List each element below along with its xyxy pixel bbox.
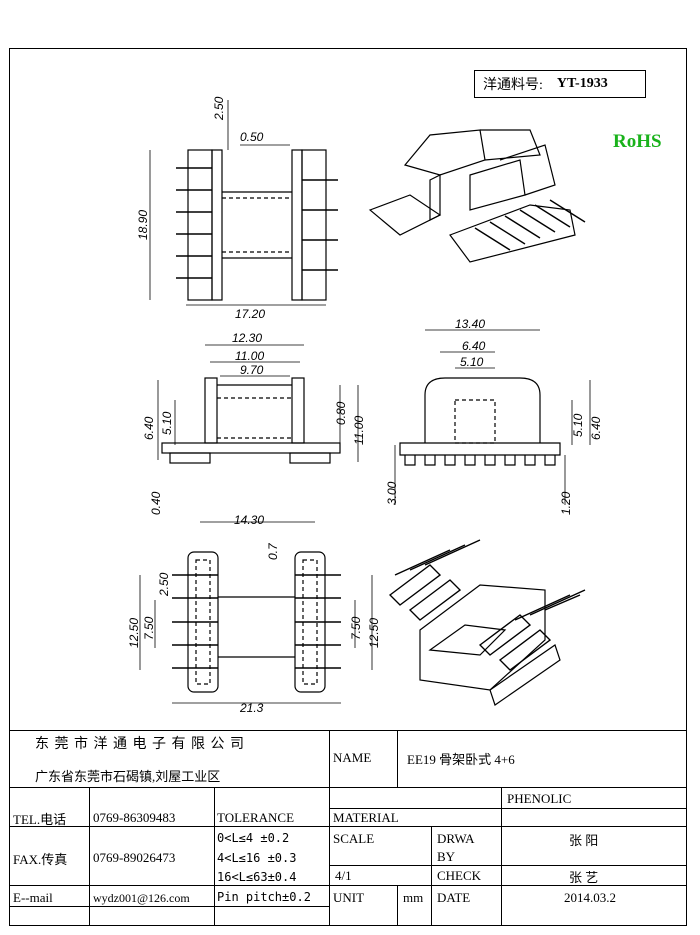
dim-top-2-50: 2.50 xyxy=(212,96,226,121)
drawn-by-value: 张 阳 xyxy=(569,832,599,848)
dim-side-3-00: 3.00 xyxy=(385,481,399,505)
dim-top-0-50: 0.50 xyxy=(240,130,264,144)
dim-side-6-40-right: 6.40 xyxy=(589,416,603,440)
dim-bottom-14-30: 14.30 xyxy=(234,513,264,527)
dim-side-5-10-right: 5.10 xyxy=(571,413,585,437)
tel-label: TEL.电话 xyxy=(13,811,67,827)
technical-drawing: 2.50 0.50 18.90 17.20 12.30 11.00 9.70 6… xyxy=(127,96,603,715)
tel-value: 0769-86309483 xyxy=(93,810,176,825)
dim-bottom-0-7: 0.7 xyxy=(266,542,280,560)
check-label: CHECK xyxy=(437,868,482,883)
date-label: DATE xyxy=(437,890,471,905)
dim-side-5-10: 5.10 xyxy=(460,355,484,369)
dim-top-18-90: 18.90 xyxy=(136,210,150,240)
scale-label: SCALE xyxy=(333,831,375,846)
top-view-drawing xyxy=(149,100,338,306)
dim-front-11-00: 11.00 xyxy=(235,349,264,363)
name-label: NAME xyxy=(333,750,372,765)
dim-side-1-20: 1.20 xyxy=(559,491,573,515)
tolerance-line-1: 0<L≤4 ±0.2 xyxy=(217,831,290,845)
isometric-view-bottom xyxy=(388,539,586,706)
name-value: EE19 骨架卧式 4+6 xyxy=(407,751,515,767)
email-value: wydz001@126.com xyxy=(93,890,190,905)
dim-bottom-2-50: 2.50 xyxy=(157,572,171,597)
fax-label: FAX.传真 xyxy=(13,851,68,867)
material-label: MATERIAL xyxy=(333,810,399,825)
dim-side-6-40: 6.40 xyxy=(462,339,486,353)
scale-value: 4/1 xyxy=(335,868,352,883)
date-value: 2014.03.2 xyxy=(564,890,616,905)
drawing-sheet-border xyxy=(9,48,687,926)
unit-value: mm xyxy=(403,890,424,905)
dim-front-9-70: 9.70 xyxy=(240,363,264,377)
material-value: PHENOLIC xyxy=(507,791,572,806)
dim-side-13-40: 13.40 xyxy=(455,317,485,331)
part-number-label: 洋通料号: xyxy=(483,78,543,93)
front-view-drawing xyxy=(157,344,359,464)
company-name: 东 莞 市 洋 通 电 子 有 限 公 司 xyxy=(35,737,245,752)
isometric-view-top xyxy=(368,129,586,263)
dim-front-0-80: 0.80 xyxy=(334,401,348,425)
dim-bottom-21-3: 21.3 xyxy=(239,701,264,715)
drawn-by-label-line2: BY xyxy=(437,849,456,864)
title-block: 东 莞 市 洋 通 电 子 有 限 公 司 广东省东莞市石碣镇,刘屋工业区 NA… xyxy=(9,730,687,926)
rohs-mark: RoHS xyxy=(613,131,662,152)
email-label: E--mail xyxy=(13,890,53,905)
dim-front-12-30: 12.30 xyxy=(232,331,262,345)
tolerance-line-4: Pin pitch±0.2 xyxy=(217,890,311,904)
dim-front-5-10: 5.10 xyxy=(160,411,174,435)
dim-bottom-7-50-left: 7.50 xyxy=(142,616,156,640)
part-number-value: YT-1933 xyxy=(556,76,608,91)
side-view-drawing xyxy=(394,329,591,505)
company-address: 广东省东莞市石碣镇,刘屋工业区 xyxy=(35,768,221,784)
part-number-box: 洋通料号: YT-1933 xyxy=(474,70,646,98)
dim-front-11-00-side: 11.00 xyxy=(352,416,366,445)
dim-top-17-20: 17.20 xyxy=(235,307,265,321)
tolerance-label: TOLERANCE xyxy=(217,810,295,825)
fax-value: 0769-89026473 xyxy=(93,850,176,865)
tolerance-line-3: 16<L≤63±0.4 xyxy=(217,870,297,884)
dim-bottom-7-50-right: 7.50 xyxy=(349,616,363,640)
tolerance-line-2: 4<L≤16 ±0.3 xyxy=(217,851,297,865)
drawn-by-label-line1: DRWA xyxy=(437,831,475,846)
bottom-view-drawing xyxy=(139,521,373,704)
dim-front-6-40: 6.40 xyxy=(142,416,156,440)
dim-bottom-12-50-right: 12.50 xyxy=(367,618,381,648)
dim-front-0-40: 0.40 xyxy=(149,491,163,515)
unit-label: UNIT xyxy=(333,890,365,905)
check-value: 张 艺 xyxy=(569,869,599,885)
dim-bottom-12-50-left: 12.50 xyxy=(127,618,141,648)
